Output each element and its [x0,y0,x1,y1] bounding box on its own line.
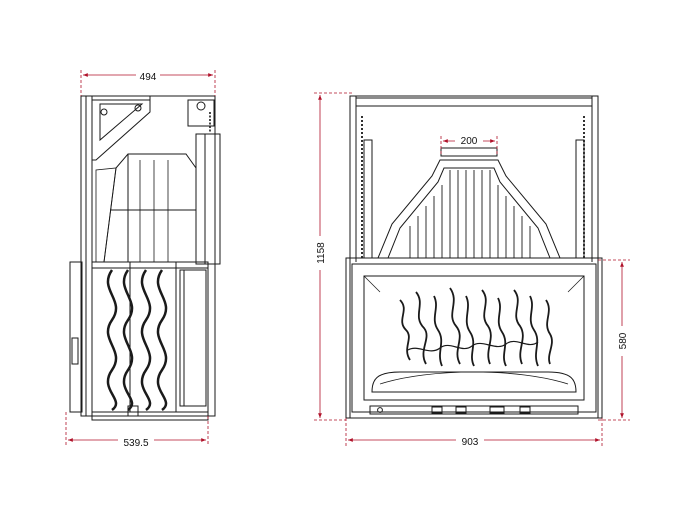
control-knob-icon [377,407,383,413]
front-view [345,95,603,419]
side-casing [80,95,216,417]
door-glass [363,275,585,401]
front-flue-collar [440,147,498,157]
dim-label-front-width: 903 [462,437,479,448]
dim-label-flue: 200 [461,136,478,147]
damper-box [195,133,221,265]
heat-exchanger-fins [106,269,168,412]
top-bracket [91,99,151,161]
dim-label-side-bottom: 539.5 [123,438,148,449]
log-bed [371,371,577,393]
flame-shapes [399,287,553,367]
flue-collar [187,99,215,127]
damper-knob-icon [196,101,206,111]
control-strip [369,405,579,415]
door-handle [71,337,79,365]
top-rail [355,97,593,107]
dim-label-front-height: 1158 [316,242,327,264]
side-hood [103,153,197,263]
dim-label-side-top: 494 [140,72,157,83]
front-hood [377,159,561,259]
door-frame [345,257,603,419]
side-door-profile [69,261,83,413]
dim-label-door-height: 580 [618,332,629,349]
hood-ribs [409,170,531,258]
side-view [69,95,221,421]
